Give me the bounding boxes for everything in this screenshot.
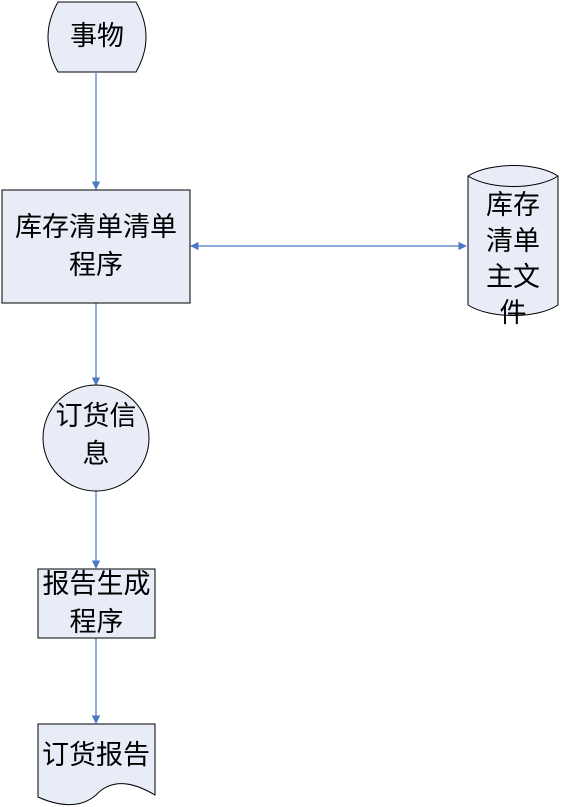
report-program-node-label: 报告生成程序 (42, 569, 151, 638)
order-info-node-label: 订货信息 (55, 401, 137, 470)
order-report-node-label: 订货报告 (42, 740, 150, 771)
order-report-node-shape (37, 723, 156, 806)
master-file-node-shape (467, 165, 559, 316)
report-program-node-shape (37, 568, 156, 639)
order-info-node-shape (42, 384, 150, 492)
inventory-program-node-label: 库存清单清单程序 (15, 211, 177, 281)
event-node-shape (47, 1, 147, 73)
event-node-label: 事物 (70, 21, 124, 52)
master-file-node-label: 库存清单主文件 (486, 190, 540, 329)
master-file-node-rim (467, 175, 559, 187)
inventory-program-node-shape (1, 189, 191, 304)
